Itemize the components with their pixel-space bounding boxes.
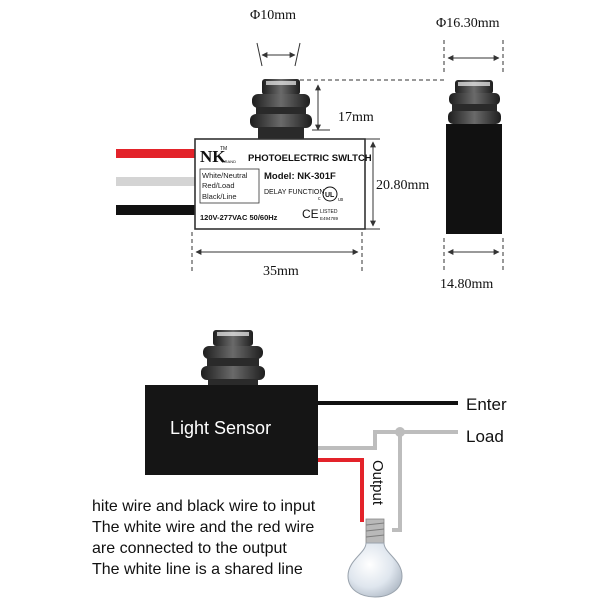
legend-white: White/Neutral xyxy=(202,171,248,180)
load-label: Load xyxy=(466,427,504,446)
model-text: Model: NK-301F xyxy=(264,171,336,182)
enter-label: Enter xyxy=(466,395,507,414)
black-wire xyxy=(116,205,196,215)
legend-red: Red/Load xyxy=(202,181,235,190)
cap-height-label: 17mm xyxy=(338,110,374,125)
body-height-label: 20.80mm xyxy=(376,178,429,193)
red-wire xyxy=(116,149,196,158)
light-sensor-body xyxy=(145,385,318,475)
brand-sub: BRAND xyxy=(222,159,236,164)
svg-text:us: us xyxy=(338,197,344,203)
wire-legend-box xyxy=(199,168,260,204)
note-line-4: The white line is a shared line xyxy=(92,561,303,578)
listed-number: E494789 xyxy=(320,216,339,221)
sensor-cap-front xyxy=(250,79,312,139)
wiring-diagram: Light Sensor Enter Load Output xyxy=(145,330,507,598)
body-width-label: 35mm xyxy=(263,264,299,279)
switch-body xyxy=(194,138,366,230)
delay-text: DELAY FUNCTION xyxy=(264,189,324,196)
voltage-text: 120V-277VAC 50/60Hz xyxy=(200,213,278,222)
label-title: PHOTOELECTRIC SWLTCH xyxy=(248,153,372,164)
top-diameter-label: Φ10mm xyxy=(250,8,296,23)
ce-mark: CE xyxy=(302,207,319,221)
note-line-2: The white wire and the red wire xyxy=(92,519,315,536)
white-wire xyxy=(116,177,196,186)
side-diameter-label: Φ16.30mm xyxy=(436,16,500,31)
svg-text:UL: UL xyxy=(325,192,335,199)
output-label: Output xyxy=(369,460,386,506)
listed-text: LISTED xyxy=(320,209,338,215)
light-sensor-label: Light Sensor xyxy=(170,418,271,438)
brand-logo: NK xyxy=(200,147,226,166)
svg-text:c: c xyxy=(318,196,321,202)
side-width-label: 14.80mm xyxy=(440,277,493,292)
front-view: NK TM BRAND PHOTOELECTRIC SWLTCH White/N… xyxy=(116,8,445,279)
wiring-notes: hite wire and black wire to input The wh… xyxy=(92,496,422,580)
ul-mark: UL c us xyxy=(318,186,344,203)
brand-tm: TM xyxy=(220,146,227,152)
neutral-return-wire xyxy=(392,432,402,532)
load-wire xyxy=(318,430,458,450)
output-wire xyxy=(318,458,364,522)
legend-black: Black/Line xyxy=(202,192,237,201)
dimension-lines-front xyxy=(191,42,445,272)
light-bulb-icon xyxy=(347,518,403,598)
side-view: Φ16.30mm 14.80mm xyxy=(436,16,504,292)
note-line-1: hite wire and black wire to input xyxy=(92,498,316,515)
note-line-3: are connected to the output xyxy=(92,540,287,557)
sensor-cap xyxy=(201,330,265,388)
